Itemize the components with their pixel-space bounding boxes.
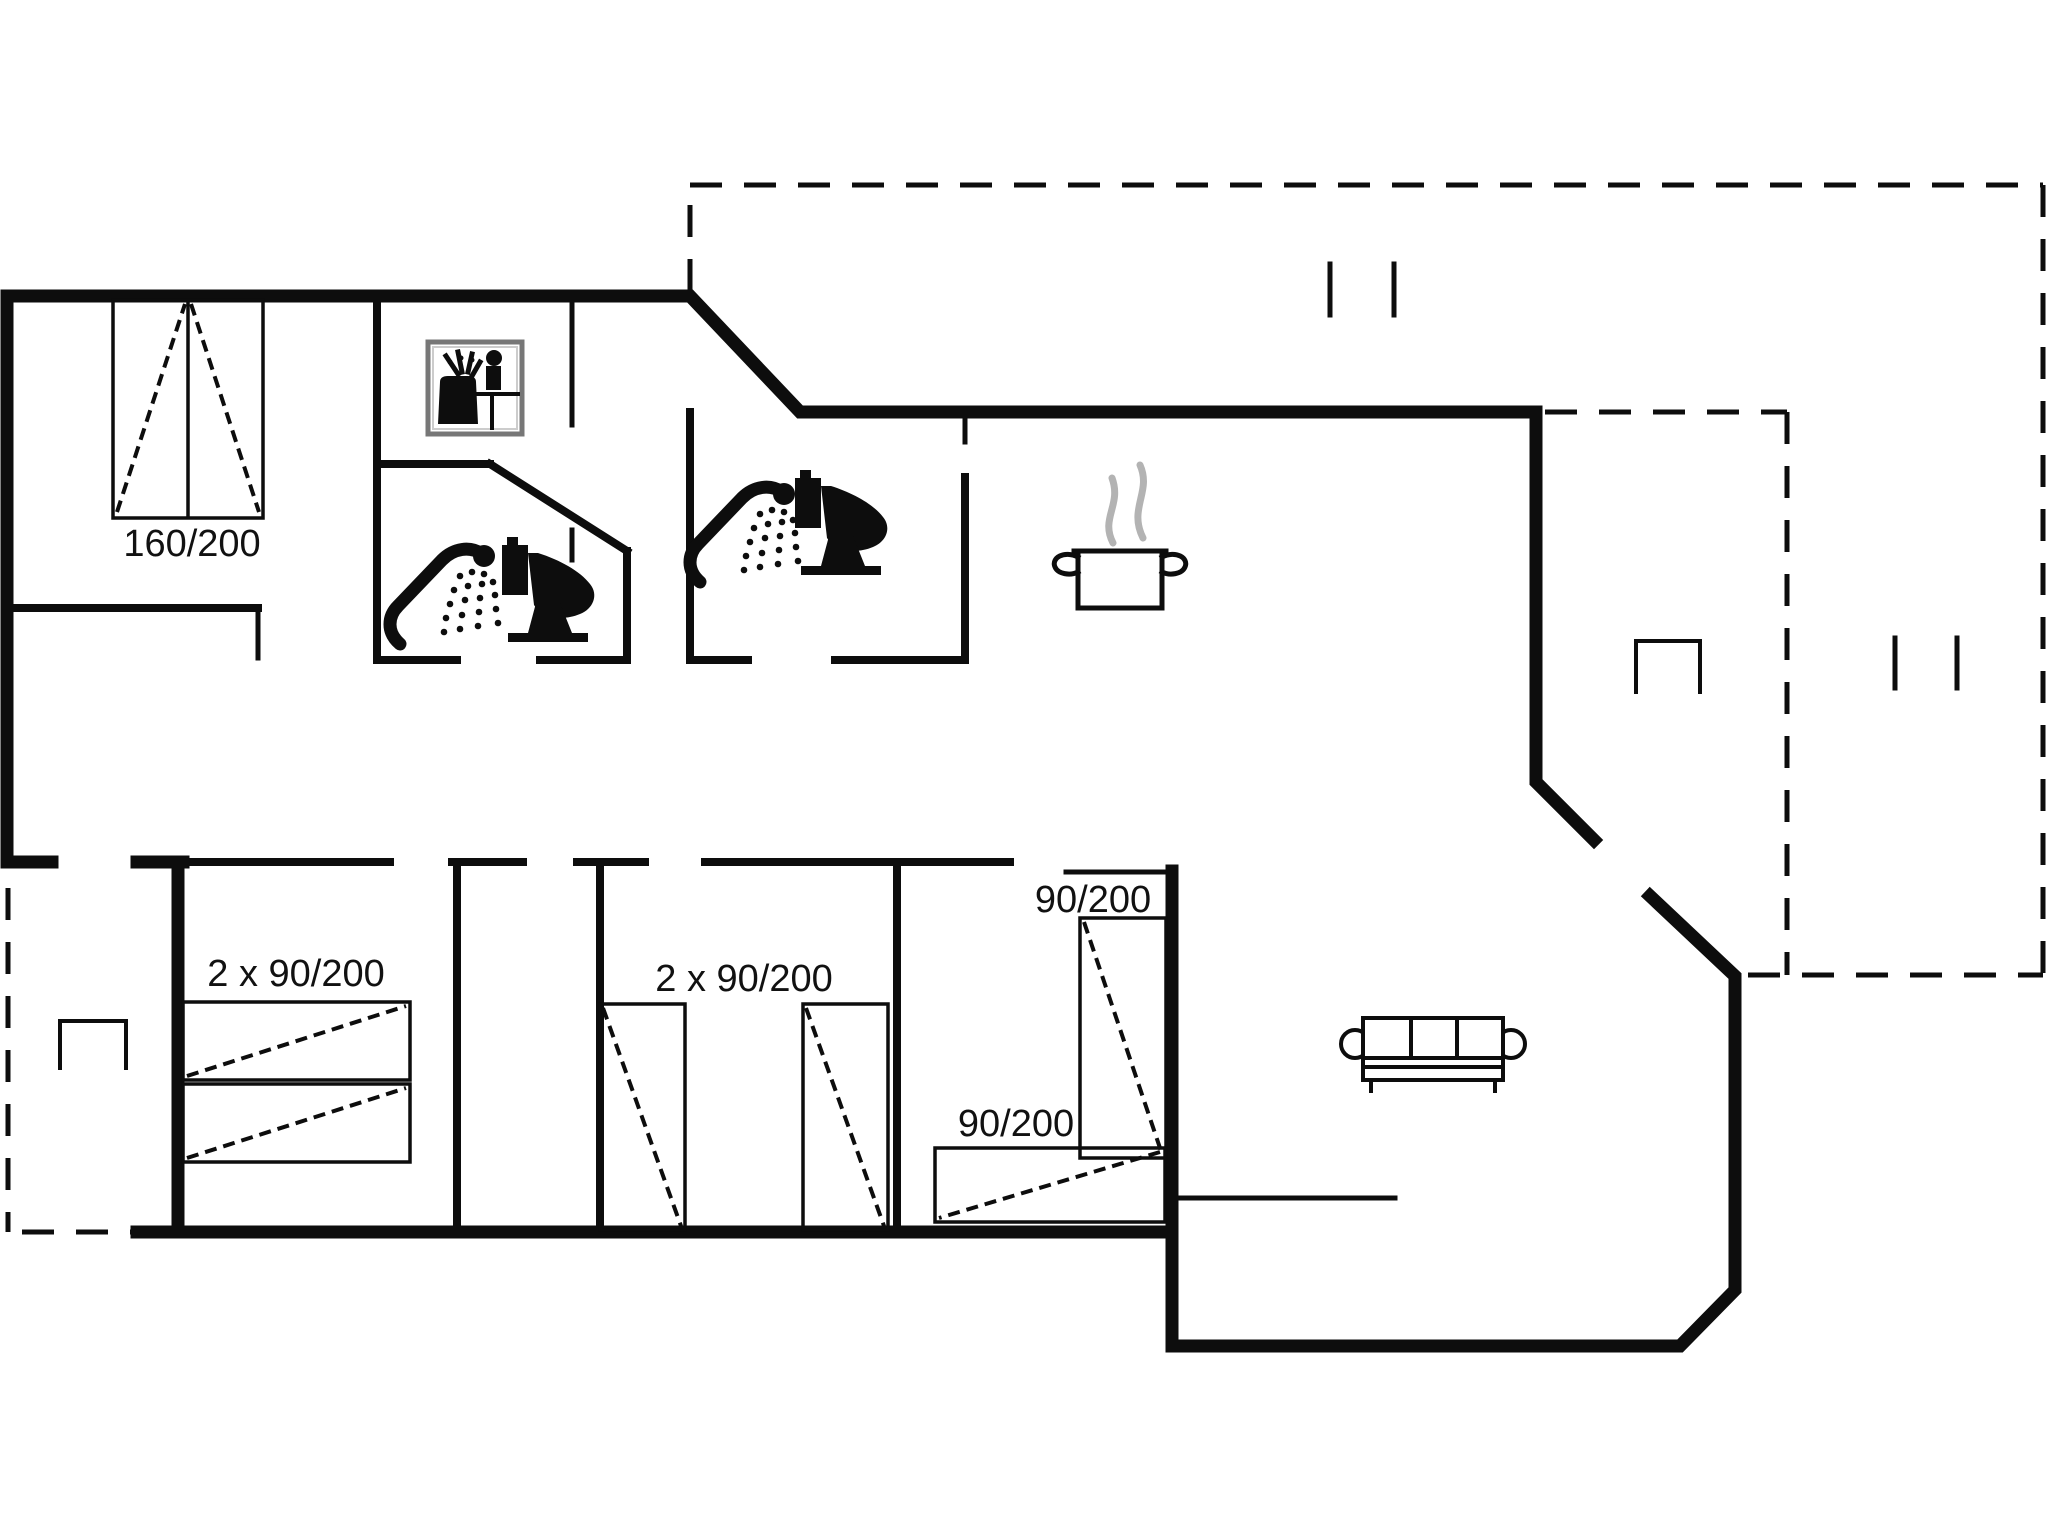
sofa-feet <box>1369 1078 1497 1093</box>
bed-diagonal <box>938 1150 1161 1220</box>
interior-walls <box>3 292 1398 1236</box>
spa-bath-icon <box>425 339 525 437</box>
bed-frame <box>933 1146 1167 1224</box>
steam-wisp <box>1105 474 1119 547</box>
bed-frame <box>1078 916 1168 1160</box>
exterior-walls <box>0 289 1742 1353</box>
bed-frame <box>598 1002 687 1232</box>
bed-diagonal <box>186 1004 407 1078</box>
bed-size-label: 160/200 <box>123 523 260 565</box>
bed-diagonal <box>601 1007 683 1227</box>
bed-diagonal <box>1082 921 1164 1155</box>
double-bed <box>111 298 265 520</box>
twin-beds-left <box>181 1000 412 1164</box>
bed-size-label: 90/200 <box>958 1103 1074 1145</box>
bed-diagonal <box>804 1007 886 1227</box>
pot-body <box>1075 548 1165 611</box>
terrace-outlines <box>5 182 2046 1235</box>
sofa-body <box>1361 1016 1505 1082</box>
bed-frame <box>181 1082 412 1164</box>
steam-wisp <box>1134 461 1147 542</box>
shower-icon <box>390 545 501 644</box>
bed-size-label: 2 x 90/200 <box>207 953 384 995</box>
wood-stove-icon <box>1634 639 1702 694</box>
bed-diagonals <box>115 303 261 513</box>
sofa-icon <box>1339 1016 1527 1093</box>
single-beds-right <box>933 916 1168 1224</box>
bed-diagonal <box>186 1086 407 1160</box>
pot-handle-left <box>1051 551 1082 577</box>
wood-stove-icon <box>58 1019 128 1070</box>
toilet-icon <box>795 470 888 575</box>
terrace-post-marks <box>1327 261 1960 691</box>
shower-icon <box>690 483 801 582</box>
toilet-icon <box>502 537 595 642</box>
wall-outline-main <box>0 289 1604 869</box>
bed-size-label: 2 x 90/200 <box>655 958 832 1000</box>
pot-handle-right <box>1158 551 1189 577</box>
twin-beds-middle <box>598 1002 890 1232</box>
cooking-pot-icon <box>1051 461 1189 611</box>
bed-frame <box>181 1000 412 1082</box>
bed-frame <box>801 1002 890 1232</box>
sofa-cushion-lines <box>1361 1016 1505 1069</box>
wall-outline-southeast <box>1165 864 1742 1353</box>
bed-size-label: 90/200 <box>1035 879 1151 921</box>
wall-bath1-diagonal <box>484 458 633 557</box>
